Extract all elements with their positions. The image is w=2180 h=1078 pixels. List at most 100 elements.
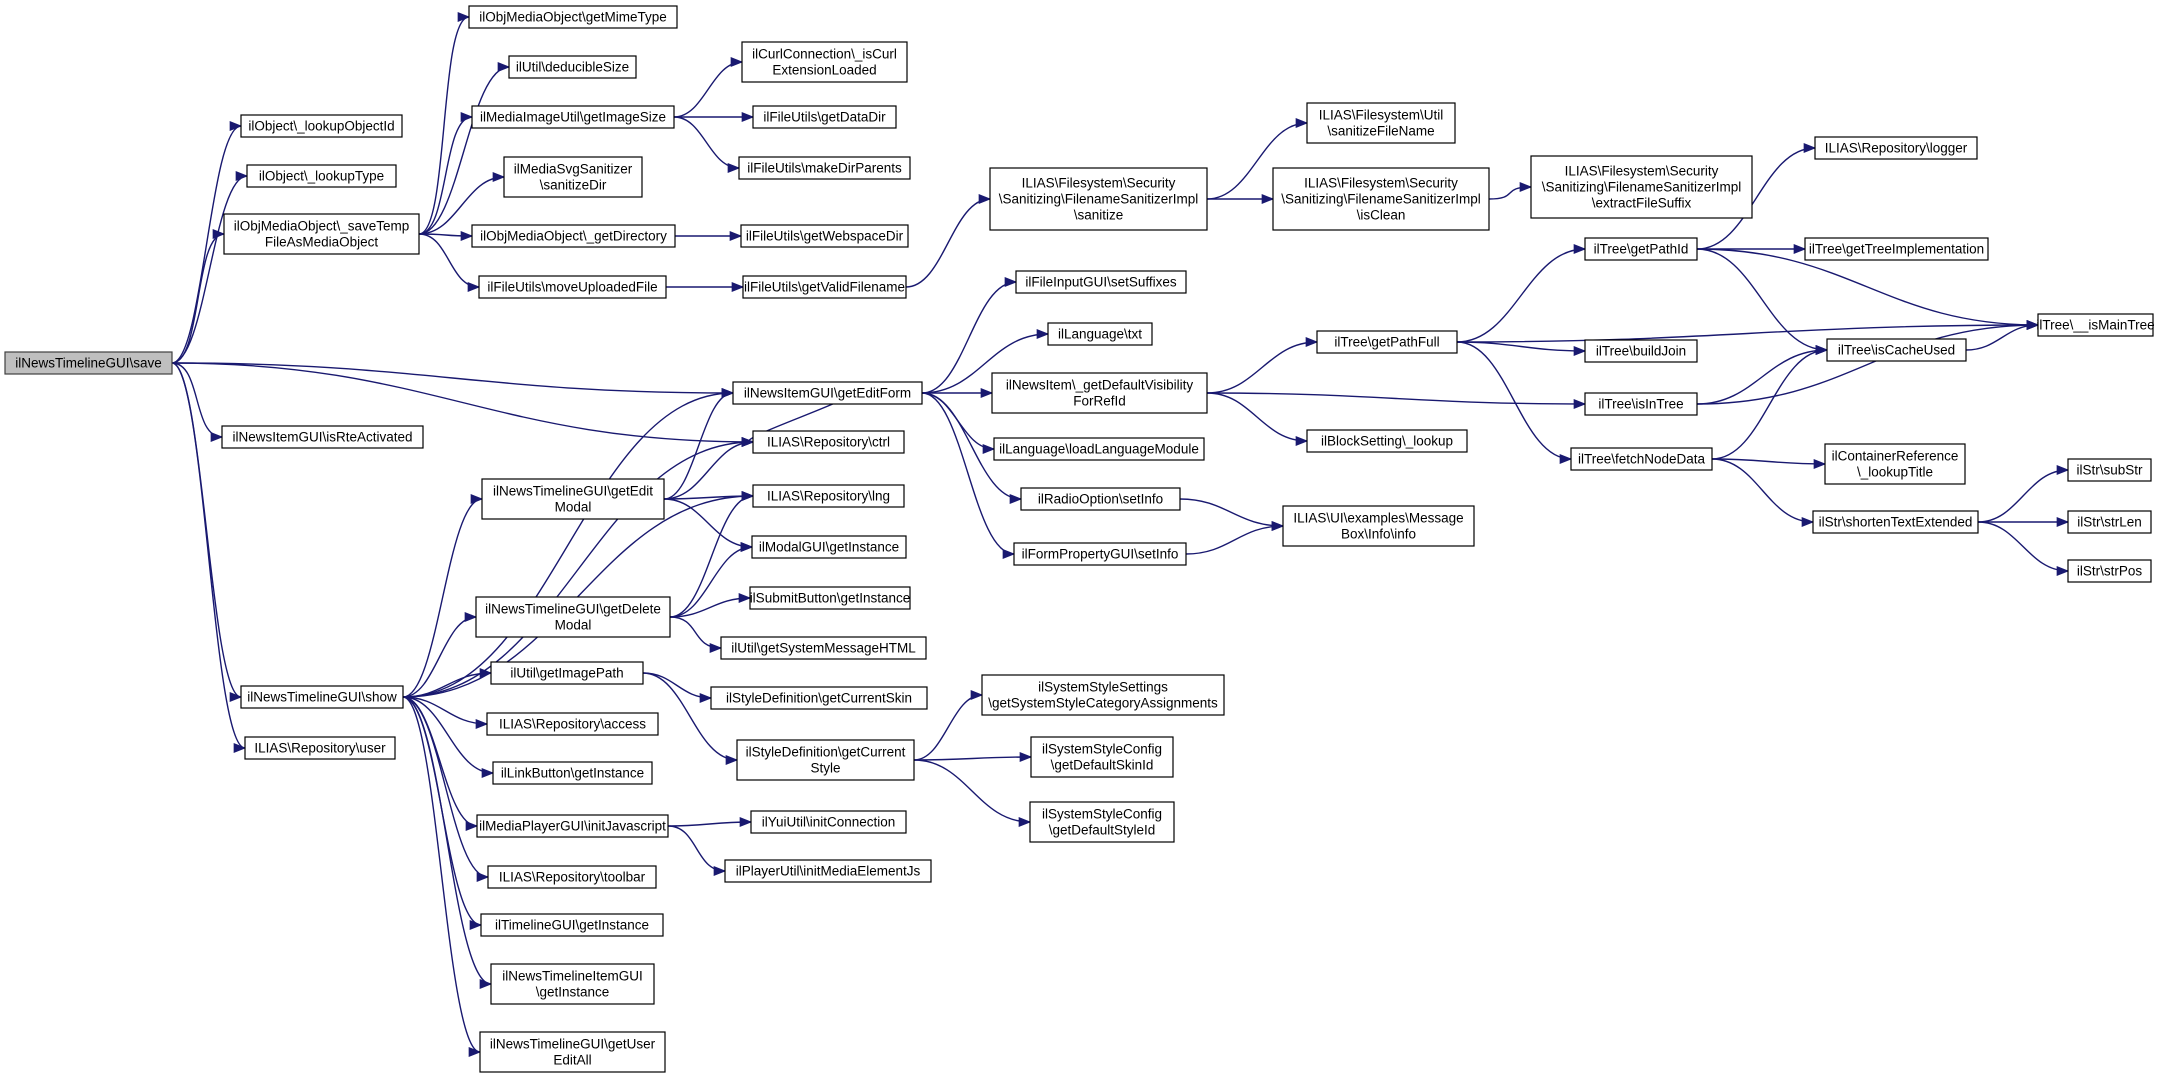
node-ilnewsitemgui-geteditform[interactable]: ilNewsItemGUI\getEditForm [732,381,923,405]
node-ilfileutils-getwebspacedir[interactable]: ilFileUtils\getWebspaceDir [740,224,909,248]
node-ilcontainerreference-lookuptitle[interactable]: ilContainerReference\_lookupTitle [1824,443,1966,485]
node-iltree-iscacheused[interactable]: ilTree\isCacheUsed [1826,338,1967,362]
node-ilstyledefinition-getcurrentskin[interactable]: ilStyleDefinition\getCurrentSkin [710,686,928,710]
node-ilsystemstyleconfig-getdefaultstyleid[interactable]: ilSystemStyleConfig\getDefaultStyleId [1029,801,1175,843]
node-ilstr-strlen[interactable]: ilStr\strLen [2067,510,2152,534]
node-ilobjmediaobject-savetemp-fileasmediaobject[interactable]: ilObjMediaObject\_saveTempFileAsMediaObj… [223,213,420,255]
node-ilutil-getsystemmessagehtml[interactable]: ilUtil\getSystemMessageHTML [720,636,927,660]
node-ilias-repository-toolbar[interactable]: ILIAS\Repository\toolbar [487,865,657,889]
node-ilplayerutil-initmediaelementjs[interactable]: ilPlayerUtil\initMediaElementJs [724,859,932,883]
node-ilstr-substr[interactable]: ilStr\subStr [2067,458,2152,482]
node-label: ilTree\getPathId [1594,242,1689,257]
node-ilyuiutil-initconnection[interactable]: ilYuiUtil\initConnection [750,810,907,834]
node-label: ilUtil\getImagePath [510,666,623,681]
node-label: ilSystemStyleConfig [1042,807,1162,822]
node-ilnewstimelinegui-save[interactable]: ilNewsTimelineGUI\save [4,351,173,375]
edge-n39-n44 [913,759,1032,828]
node-ilutil-deduciblesize[interactable]: ilUtil\deducibleSize [508,55,637,79]
node-ilobject-lookupobjectid[interactable]: ilObject\_lookupObjectId [240,114,403,138]
node-label: ilStr\strPos [2077,564,2143,579]
node-illanguage-txt[interactable]: ilLanguage\txt [1047,322,1153,346]
node-ilradiooption-setinfo[interactable]: ilRadioOption\setInfo [1020,487,1181,511]
node-ilnewstimelineitemgui-getinstance[interactable]: ilNewsTimelineItemGUI\getInstance [490,963,655,1005]
node-layer: ilNewsTimelineGUI\save ilObject\_lookupOb… [4,5,2155,1073]
node-ilmediasvgsanitizer-sanitizedir[interactable]: ilMediaSvgSanitizer\sanitizeDir [503,156,643,198]
node-ilstr-shortentextextended[interactable]: ilStr\shortenTextExtended [1812,510,1979,534]
edge-n5-n34 [402,696,490,882]
node-ilblocksetting-lookup[interactable]: ilBlockSetting\_lookup [1306,429,1468,453]
node-iltree-gettreeimplementation[interactable]: ilTree\getTreeImplementation [1804,237,1989,261]
node-ilias-repository-user[interactable]: ILIAS\Repository\user [244,736,396,760]
node-ilfileutils-getvalidfilename[interactable]: ilFileUtils\getValidFilename [742,275,907,299]
node-ilias-repository-logger[interactable]: ILIAS\Repository\logger [1814,136,1978,160]
node-ilobjmediaobject-getdirectory[interactable]: ilObjMediaObject\_getDirectory [471,224,676,248]
edge-n5-n22 [402,387,735,698]
node-iltree-getpathfull[interactable]: ilTree\getPathFull [1316,330,1458,354]
node-label: ilRadioOption\setInfo [1038,492,1163,507]
node-label: ilTree\isCacheUsed [1838,343,1955,358]
node-ilias-filesystem-security-sanitizing-filenamesanitizerimpl-extractfilesuffix[interactable]: ILIAS\Filesystem\Security\Sanitizing\Fil… [1530,155,1753,219]
node-ilnewstimelinegui-show[interactable]: ilNewsTimelineGUI\show [240,685,404,709]
node-label: ilBlockSetting\_lookup [1321,434,1453,449]
node-ilfileutils-getdatadir[interactable]: ilFileUtils\getDataDir [752,105,897,129]
edge-n24-n26 [663,498,754,553]
node-ilias-filesystem-security-sanitizing-filenamesanitizerimpl-isclean[interactable]: ILIAS\Filesystem\Security\Sanitizing\Fil… [1272,167,1490,231]
node-ilsubmitbutton-getinstance[interactable]: ilSubmitButton\getInstance [749,586,911,610]
node-box [1804,237,1989,261]
node-ilias-filesystem-security-sanitizing-filenamesanitizerimpl-sanitize[interactable]: ILIAS\Filesystem\Security\Sanitizing\Fil… [989,167,1208,231]
node-ilfileinputgui-setsuffixes[interactable]: ilFileInputGUI\setSuffixes [1015,270,1187,294]
node-ilias-repository-lng[interactable]: ILIAS\Repository\lng [752,484,905,508]
node-label: ilFileUtils\makeDirParents [747,161,902,176]
node-box [240,114,403,138]
node-ilobjmediaobject-getmimetype[interactable]: ilObjMediaObject\getMimeType [468,5,678,29]
node-label: \sanitizeDir [540,178,607,193]
node-iltimelinegui-getinstance[interactable]: ilTimelineGUI\getInstance [480,913,664,937]
node-box [476,814,669,838]
node-ilsystemstylesettings-getsystemstylecategoryassignments[interactable]: ilSystemStyleSettings\getSystemStyleCate… [981,674,1225,716]
edge-n3-n8 [418,62,511,235]
node-iltree-isintree[interactable]: ilTree\isInTree [1584,392,1698,416]
node-ilias-repository-ctrl[interactable]: ILIAS\Repository\ctrl [752,430,905,454]
node-ilformpropertygui-setinfo[interactable]: ilFormPropertyGUI\setInfo [1013,542,1187,566]
node-ilmodalgui-getinstance[interactable]: ilModalGUI\getInstance [751,535,907,559]
node-ilobject-lookuptype[interactable]: ilObject\_lookupType [246,164,397,188]
edge-n27-n25 [669,490,755,618]
node-label: ilTree\fetchNodeData [1578,452,1706,467]
node-box [1826,338,1967,362]
node-ilutil-getimagepath[interactable]: ilUtil\getImagePath [490,661,644,685]
node-label: ILIAS\Repository\ctrl [767,435,890,450]
node-iltree-ismaintree[interactable]: ilTree\__isMainTree [2036,313,2155,337]
node-ilnewsitemgui-isrteactivated[interactable]: ilNewsItemGUI\isRteActivated [221,425,424,449]
node-iltree-buildjoin[interactable]: ilTree\buildJoin [1584,339,1698,363]
node-box [1814,136,1978,160]
node-ilfileutils-makedirparents[interactable]: ilFileUtils\makeDirParents [738,156,911,180]
node-box [480,913,664,937]
edge-n5-n27 [402,611,478,698]
node-ilmediaimageutil-getimagesize[interactable]: ilMediaImageUtil\getImageSize [471,105,675,129]
edge-n60-n61 [1965,319,2040,351]
node-label: \extractFileSuffix [1592,196,1692,211]
node-label: \sanitizeFileName [1327,124,1434,139]
node-label: ILIAS\Repository\access [499,717,646,732]
node-illinkbutton-getinstance[interactable]: ilLinkButton\getInstance [492,761,653,785]
node-ilstr-strpos[interactable]: ilStr\strPos [2067,559,2152,583]
node-box [750,810,907,834]
node-ilsystemstyleconfig-getdefaultskinid[interactable]: ilSystemStyleConfig\getDefaultSkinId [1030,736,1174,778]
node-illanguage-loadlanguagemodule[interactable]: ilLanguage\loadLanguageModule [993,437,1205,461]
node-iltree-fetchnodedata[interactable]: ilTree\fetchNodeData [1570,447,1713,471]
edge-n56-n60 [1696,344,1829,405]
node-ilmediaplayergui-initjavascript[interactable]: ilMediaPlayerGUI\initJavascript [476,814,669,838]
node-ilias-repository-access[interactable]: ILIAS\Repository\access [486,712,659,736]
node-label: ForRefId [1073,394,1126,409]
edge-n5-n36 [402,696,493,989]
node-ilfileutils-moveuploadedfile[interactable]: ilFileUtils\moveUploadedFile [478,275,667,299]
node-iltree-getpathid[interactable]: ilTree\getPathId [1584,237,1698,261]
node-ilias-filesystem-util-sanitizefilename[interactable]: ILIAS\Filesystem\Util\sanitizeFileName [1306,102,1456,144]
